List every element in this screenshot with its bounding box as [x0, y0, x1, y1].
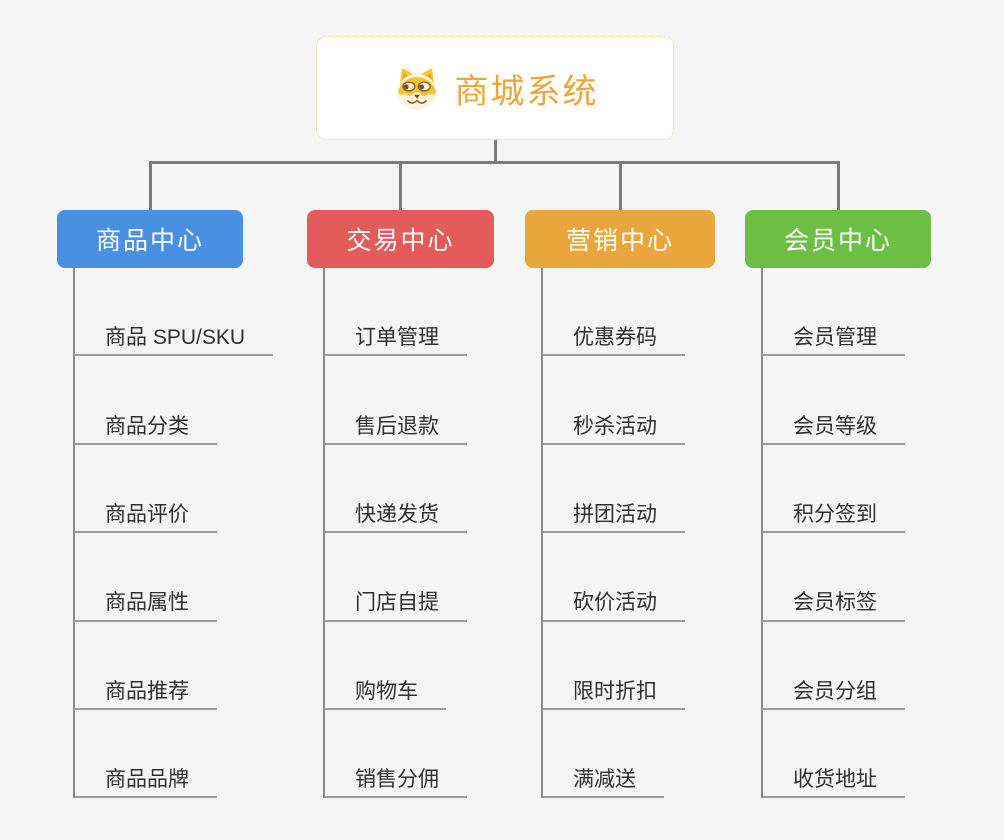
connector-horizontal-bar [148, 161, 840, 164]
subtopic-label: 会员管理 [793, 326, 877, 350]
subtopic-node[interactable]: 秒杀活动 [543, 356, 685, 445]
subtopic-node[interactable]: 拼团活动 [543, 445, 685, 534]
subtopic-label: 优惠券码 [573, 326, 657, 350]
subtopic-label: 商品推荐 [105, 679, 189, 703]
subtopic-node[interactable]: 售后退款 [325, 356, 467, 445]
subtopic-label: 收货地址 [793, 768, 877, 792]
branch-subtopic-list: 商品 SPU/SKU 商品分类 商品评价 商品属性 商品推荐 商品品牌 [73, 268, 274, 799]
branch-node-product-center[interactable]: 商品中心 [57, 210, 243, 268]
subtopic-label: 会员标签 [793, 591, 877, 615]
subtopic-label: 商品品牌 [105, 768, 189, 792]
subtopic-label: 拼团活动 [573, 503, 657, 527]
subtopic-label: 会员分组 [793, 679, 877, 703]
subtopic-node[interactable]: 积分签到 [763, 445, 905, 534]
subtopic-node[interactable]: 商品评价 [75, 445, 217, 534]
subtopic-node[interactable]: 满减送 [543, 710, 664, 799]
subtopic-node[interactable]: 销售分佣 [325, 710, 467, 799]
connector-branch-stem-trade-center [399, 161, 402, 210]
subtopic-node[interactable]: 砍价活动 [543, 533, 685, 622]
subtopic-node[interactable]: 订单管理 [325, 268, 467, 357]
subtopic-label: 满减送 [573, 768, 636, 792]
branch-subtopic-list: 会员管理 会员等级 积分签到 会员标签 会员分组 收货地址 [761, 268, 931, 799]
doge-mascot-icon [392, 64, 442, 112]
root-topic-title: 商城系统 [454, 72, 599, 111]
subtopic-node[interactable]: 会员管理 [763, 268, 905, 357]
root-topic-node[interactable]: 商城系统 [316, 36, 674, 140]
subtopic-node[interactable]: 商品分类 [75, 356, 217, 445]
subtopic-label: 商品 SPU/SKU [105, 326, 246, 350]
subtopic-node[interactable]: 购物车 [325, 622, 446, 710]
connector-branch-stem-product-center [148, 161, 152, 210]
subtopic-label: 商品分类 [105, 414, 189, 438]
subtopic-label: 售后退款 [355, 414, 439, 438]
subtopic-label: 会员等级 [793, 414, 877, 438]
branch-subtopic-list: 优惠券码 秒杀活动 拼团活动 砍价活动 限时折扣 满减送 [541, 268, 715, 799]
connector-branch-stem-marketing-center [618, 161, 622, 210]
connector-root-stem [493, 140, 497, 164]
subtopic-label: 销售分佣 [355, 768, 439, 792]
subtopic-node[interactable]: 商品 SPU/SKU [75, 268, 274, 357]
branch-column: 商品中心 商品 SPU/SKU 商品分类 商品评价 商品属性 商品推荐 商品品牌 [57, 210, 274, 799]
subtopic-node[interactable]: 门店自提 [325, 533, 467, 622]
subtopic-label: 商品评价 [105, 503, 189, 527]
subtopic-node[interactable]: 商品推荐 [75, 622, 217, 710]
connector-branch-stem-member-center [836, 161, 840, 210]
subtopic-label: 砍价活动 [573, 591, 657, 615]
branch-column: 交易中心 订单管理 售后退款 快递发货 门店自提 购物车 销售分佣 [307, 210, 494, 799]
subtopic-node[interactable]: 会员等级 [763, 356, 905, 445]
subtopic-label: 秒杀活动 [573, 414, 657, 438]
subtopic-label: 商品属性 [105, 591, 189, 615]
subtopic-label: 积分签到 [793, 503, 877, 527]
branch-subtopic-list: 订单管理 售后退款 快递发货 门店自提 购物车 销售分佣 [323, 268, 494, 799]
subtopic-label: 门店自提 [355, 591, 439, 615]
branch-node-member-center[interactable]: 会员中心 [745, 210, 931, 268]
subtopic-node[interactable]: 快递发货 [325, 445, 467, 534]
branch-column: 营销中心 优惠券码 秒杀活动 拼团活动 砍价活动 限时折扣 满减送 [525, 210, 715, 799]
subtopic-label: 购物车 [355, 679, 418, 703]
branch-column: 会员中心 会员管理 会员等级 积分签到 会员标签 会员分组 收货地址 [745, 210, 931, 799]
subtopic-node[interactable]: 优惠券码 [543, 268, 685, 357]
subtopic-node[interactable]: 收货地址 [763, 710, 905, 799]
branch-node-trade-center[interactable]: 交易中心 [307, 210, 494, 268]
subtopic-label: 限时折扣 [573, 679, 657, 703]
subtopic-node[interactable]: 限时折扣 [543, 622, 685, 710]
branch-node-marketing-center[interactable]: 营销中心 [525, 210, 715, 268]
subtopic-node[interactable]: 商品属性 [75, 533, 217, 622]
subtopic-node[interactable]: 商品品牌 [75, 710, 217, 799]
subtopic-node[interactable]: 会员分组 [763, 622, 905, 710]
subtopic-label: 快递发货 [355, 503, 439, 527]
subtopic-label: 订单管理 [355, 326, 439, 350]
subtopic-node[interactable]: 会员标签 [763, 533, 905, 622]
